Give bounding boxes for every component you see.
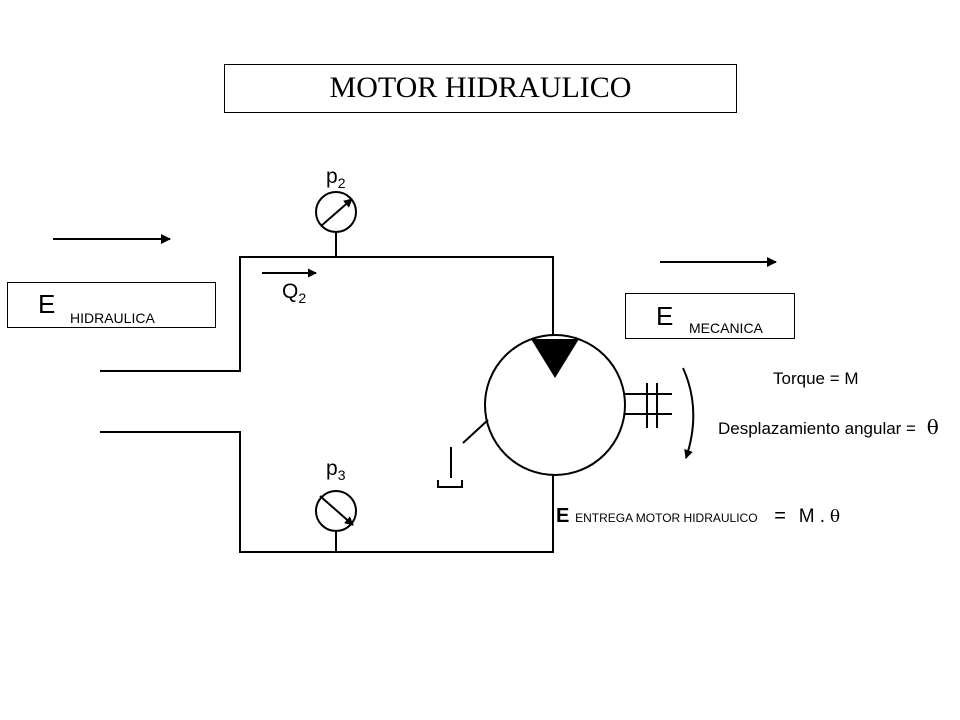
gauge-top-label: p2 [326, 165, 345, 191]
e-mecanica-box: E MECANICA [625, 293, 795, 339]
entrega-equals: = [774, 505, 786, 527]
e-hidraulica-box: E HIDRAULICA [7, 282, 216, 328]
gauge-bottom-needle [319, 495, 354, 526]
flow-label: Q2 [282, 280, 306, 306]
gauge-bottom-subscript: 3 [337, 467, 346, 484]
e-mecanica-label: MECANICA [689, 320, 763, 336]
displacement-label: Desplazamiento angular = θ [718, 415, 939, 439]
entrega-e: E [556, 505, 570, 527]
gauge-top-p: p [326, 165, 338, 188]
return-line [100, 431, 554, 553]
e-mecanica-symbol: E [656, 301, 674, 331]
gauge-top-subscript: 2 [337, 175, 346, 192]
e-hidraulica-symbol: E [38, 289, 56, 319]
tank-icon [437, 480, 463, 488]
torque-label: Torque = M [773, 369, 859, 388]
motor-icon [484, 334, 626, 476]
gauge-top-needle [320, 198, 353, 227]
title-box: MOTOR HIDRAULICO [224, 64, 737, 113]
theta-symbol: θ [926, 415, 939, 439]
entrega-label: ENTREGA MOTOR HIDRAULICO [575, 511, 758, 525]
drain-line [462, 419, 489, 444]
rotation-arrow-icon [682, 367, 695, 459]
diagram-title: MOTOR HIDRAULICO [329, 71, 632, 104]
gauge-bottom-p: p [326, 457, 338, 480]
flow-subscript: 2 [298, 290, 307, 307]
e-hidraulica-label: HIDRAULICA [70, 310, 155, 326]
motor-flow-triangle-icon [531, 339, 579, 378]
displacement-text: Desplazamiento angular = [718, 419, 916, 438]
gauge-bottom-label: p3 [326, 457, 345, 483]
output-energy-equation: E ENTREGA MOTOR HIDRAULICO = M . θ [556, 505, 840, 528]
entrega-theta: θ [829, 507, 841, 527]
entrega-formula: M . [798, 506, 826, 527]
supply-line [100, 256, 554, 372]
flow-q: Q [282, 280, 299, 303]
